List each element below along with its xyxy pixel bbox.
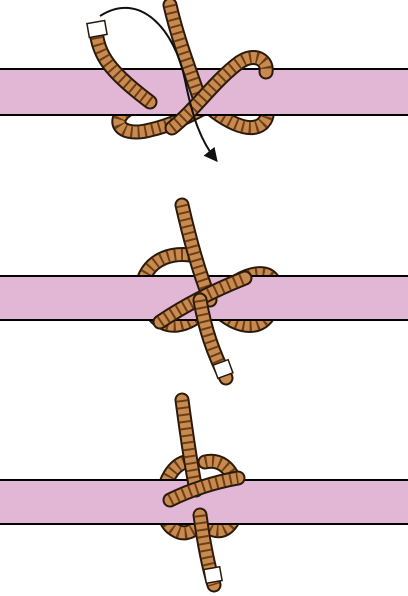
step-2-panel: [0, 205, 408, 378]
step-3-panel: [0, 400, 408, 585]
step-1-panel: [0, 5, 408, 160]
step-3-whipping: [204, 567, 222, 584]
step-1-whipping: [87, 21, 107, 38]
